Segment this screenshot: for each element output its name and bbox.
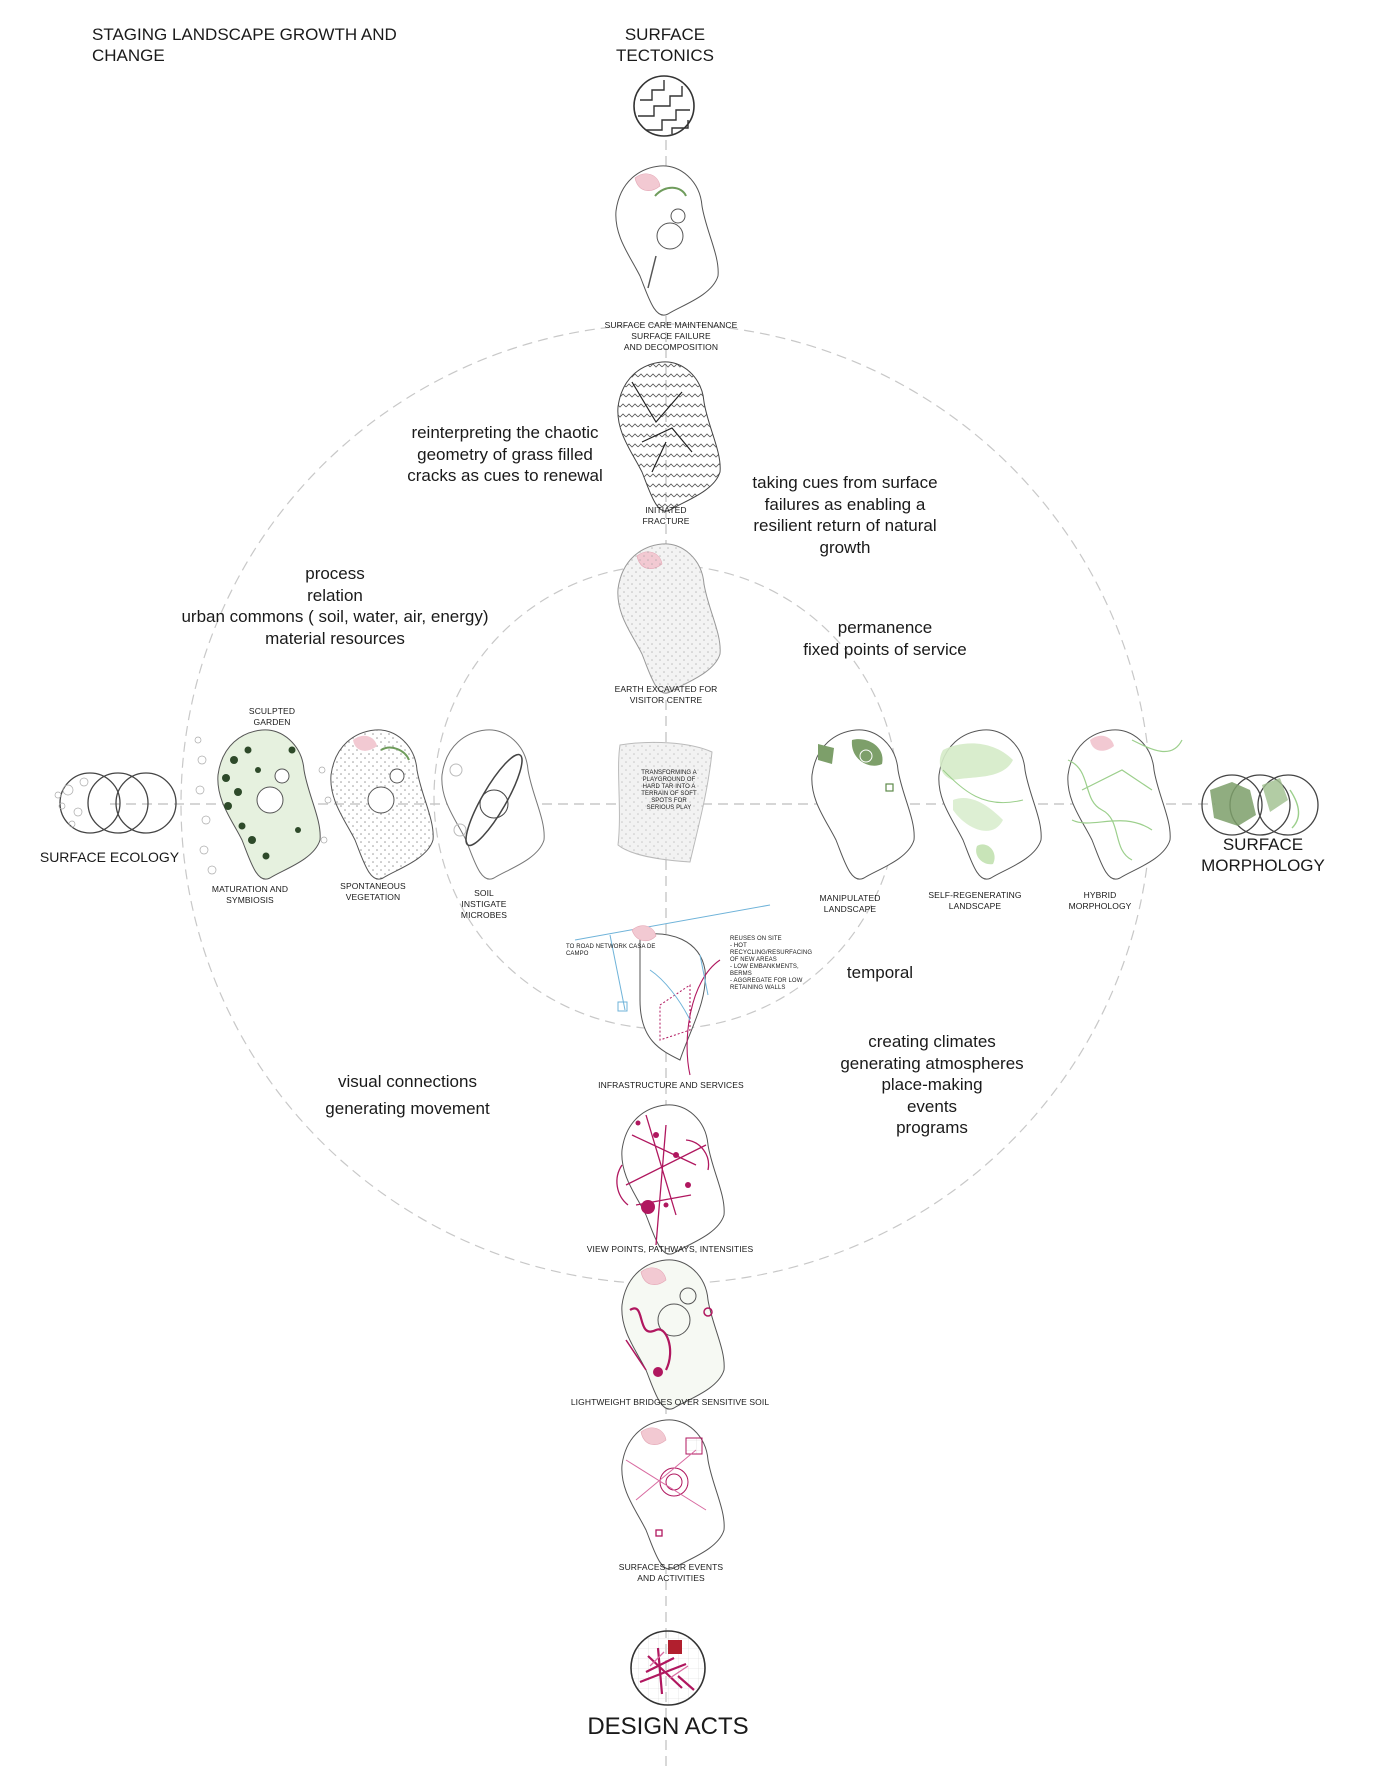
note-creating-climates: creating climates generating atmospheres… — [812, 1031, 1052, 1139]
plan-hybrid-morphology — [1068, 730, 1182, 879]
label-sculpted-garden: SCULPTED GARDEN — [232, 706, 312, 728]
label-surfaces-events: SURFACES FOR EVENTS AND ACTIVITIES — [586, 1562, 756, 1584]
note-chaotic-geometry: reinterpreting the chaotic geometry of g… — [380, 422, 630, 487]
note-permanence: permanence fixed points of service — [770, 617, 1000, 660]
axis-left-label: SURFACE ECOLOGY — [22, 847, 197, 868]
plan-surfaces-events — [622, 1420, 724, 1569]
label-soil: SOIL INSTIGATE MICROBES — [434, 888, 534, 921]
diagram-title: STAGING LANDSCAPE GROWTH AND CHANGE — [92, 24, 432, 66]
label-infrastructure: INFRASTRUCTURE AND SERVICES — [576, 1080, 766, 1091]
plan-viewpoints — [617, 1105, 724, 1254]
plan-self-regenerating — [939, 730, 1041, 879]
label-maturation: MATURATION AND SYMBIOSIS — [200, 884, 300, 906]
surface-ecology-icon — [55, 773, 176, 833]
design-acts-icon — [631, 1631, 705, 1705]
label-earth-excavated: EARTH EXCAVATED FOR VISITOR CENTRE — [596, 684, 736, 706]
label-spontaneous: SPONTANEOUS VEGETATION — [323, 881, 423, 903]
plan-initiated-fracture — [618, 362, 720, 511]
axis-right-label: SURFACE MORPHOLOGY — [1178, 834, 1348, 876]
plan-soil-microbes — [442, 730, 544, 879]
plan-earth-excavated — [618, 544, 720, 693]
plan-surface-care — [616, 166, 718, 315]
note-process-relation: process relation urban commons ( soil, w… — [150, 563, 520, 649]
axis-bottom-label: DESIGN ACTS — [558, 1716, 778, 1737]
axis-top-label: SURFACE TECTONICS — [580, 24, 750, 66]
label-self-regenerating: SELF-REGENERATING LANDSCAPE — [915, 890, 1035, 912]
label-manipulated: MANIPULATED LANDSCAPE — [800, 893, 900, 915]
surface-morphology-icon — [1202, 775, 1318, 835]
label-initiated-fracture: INITIATED FRACTURE — [616, 505, 716, 527]
plan-bridges — [622, 1260, 724, 1409]
note-surface-failures: taking cues from surface failures as ena… — [720, 472, 970, 558]
label-surface-care: SURFACE CARE MAINTENANCE SURFACE FAILURE… — [586, 320, 756, 353]
plan-spontaneous-vegetation — [331, 730, 433, 879]
label-bridges: LIGHTWEIGHT BRIDGES OVER SENSITIVE SOIL — [540, 1397, 800, 1408]
label-hybrid: HYBRID MORPHOLOGY — [1050, 890, 1150, 912]
plan-manipulated-landscape — [812, 730, 914, 879]
label-reuses-on-site: REUSES ON SITE - HOT RECYCLING/RESURFACI… — [730, 936, 850, 992]
label-viewpoints: VIEW POINTS, PATHWAYS, INTENSITIES — [560, 1244, 780, 1255]
note-visual-connections: visual connections generating movement — [300, 1068, 515, 1122]
label-transforming: TRANSFORMING A PLAYGROUND OF HARD TAR IN… — [624, 770, 714, 812]
surface-tectonics-icon — [634, 76, 694, 136]
label-road-network: TO ROAD NETWORK CASA DE CAMPO — [566, 944, 656, 958]
